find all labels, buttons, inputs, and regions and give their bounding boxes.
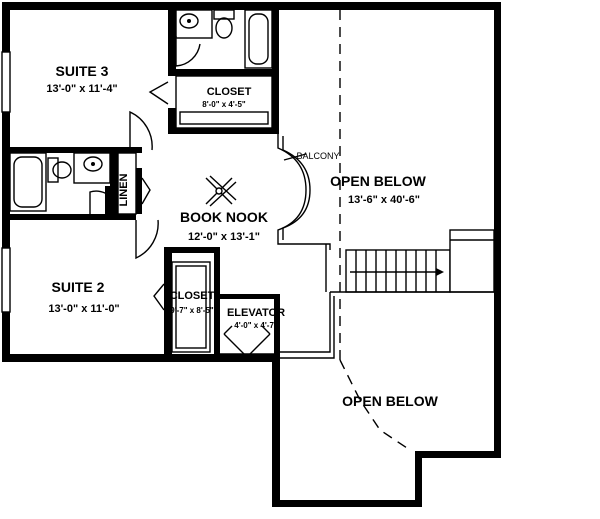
toilet-icon — [215, 17, 233, 39]
door-swing-icon — [129, 110, 153, 151]
suite3-dims: 13'-0" x 11'-4" — [46, 83, 117, 95]
closet-lower — [153, 261, 211, 353]
suite2-dims: 13'-0" x 11'-0" — [48, 303, 119, 315]
open-below-upper-name: OPEN BELOW — [330, 173, 426, 189]
open-below-upper-dims: 13'-6" x 40'-6" — [348, 194, 420, 206]
open-below-lower-name: OPEN BELOW — [342, 393, 438, 409]
closet-upper-name: CLOSET — [207, 86, 252, 98]
toilet-icon — [52, 161, 72, 179]
bifold-door-icon — [148, 81, 169, 105]
suite3-name: SUITE 3 — [56, 63, 109, 79]
elevator-shaft — [220, 325, 274, 355]
linen-label: LINEN — [118, 173, 130, 206]
book-nook-dims: 12'-0" x 13'-1" — [188, 231, 260, 243]
suite3-bath — [175, 9, 273, 69]
closet-upper-dims: 8'-0" x 4'-5" — [202, 100, 246, 109]
elevator-name: ELEVATOR — [227, 307, 285, 319]
sink-icon — [73, 152, 111, 184]
closet-upper — [148, 75, 273, 129]
bifold-door-icon — [153, 283, 165, 311]
hall-bath — [9, 152, 151, 215]
staircase — [280, 229, 495, 359]
open-below-outline — [339, 10, 411, 451]
interior-walls — [2, 2, 280, 360]
elevator-dims: 4'-0" x 4'-7" — [234, 321, 278, 330]
suite2-name: SUITE 2 — [52, 279, 105, 295]
bathtub-icon — [9, 152, 47, 212]
door-swing-icon — [89, 190, 111, 214]
closet-lower-dims: 9'-7" x 8'-5" — [170, 306, 214, 315]
closet-lower-name: CLOSET — [170, 290, 215, 302]
ceiling-fan-icon — [205, 175, 237, 207]
door-swings — [129, 110, 159, 260]
door-swing-icon — [135, 219, 159, 260]
balcony-rail — [277, 134, 331, 292]
balcony-label: BALCONY — [296, 151, 339, 161]
room-labels: SUITE 3 13'-0" x 11'-4" CLOSET 8'-0" x 4… — [46, 63, 438, 409]
door-swing-icon — [175, 36, 201, 67]
bifold-door-icon — [141, 177, 151, 205]
exterior-walls — [1, 2, 501, 507]
book-nook-name: BOOK NOOK — [180, 209, 268, 225]
